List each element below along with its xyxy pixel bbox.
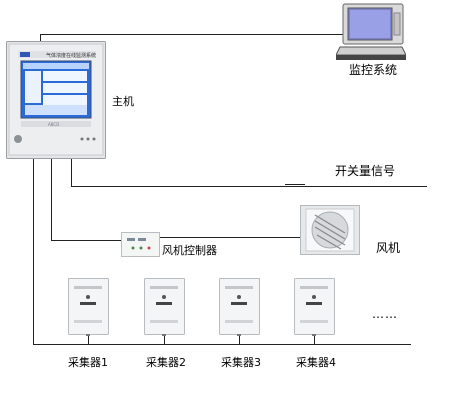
wire-bus-vertical xyxy=(33,155,34,345)
collector-3-device xyxy=(219,278,260,336)
host-panel-title: 气体浓度在线监测系统 xyxy=(46,52,96,59)
host-panel-brand: ABCD xyxy=(48,122,59,127)
collector-1-label: 采集器1 xyxy=(68,356,108,369)
wire-switch-signal-vertical xyxy=(71,155,72,186)
monitor-system-label: 监控系统 xyxy=(349,63,398,77)
wire-host-to-monitor-horizontal xyxy=(40,34,343,35)
wire-collector3-drop xyxy=(239,336,240,344)
ellipsis-more-collectors: …… xyxy=(372,307,398,321)
collector-1-device xyxy=(68,278,109,336)
wire-switch-signal-horizontal xyxy=(71,186,427,187)
wire-collector1-drop xyxy=(88,336,89,344)
wire-controller-to-fan xyxy=(160,237,305,238)
host-cabinet: 气体浓度在线监测系统 ABCD xyxy=(6,41,106,159)
collector-3-label: 采集器3 xyxy=(221,356,261,369)
wire-collector2-drop xyxy=(164,336,165,344)
wire-collector4-drop xyxy=(314,336,315,344)
switch-signal-label: 开关量信号 xyxy=(335,164,396,178)
host-label: 主机 xyxy=(112,95,134,108)
collector-2-device xyxy=(144,278,185,336)
collector-4-label: 采集器4 xyxy=(296,356,336,369)
wire-host-top-vertical xyxy=(40,34,41,44)
monitor-computer-icon xyxy=(336,3,406,60)
wire-bus-horizontal xyxy=(33,344,411,345)
fan-controller-label: 风机控制器 xyxy=(162,244,217,257)
fan-unit-icon xyxy=(300,205,360,255)
wire-switch-signal-short xyxy=(285,184,305,185)
collector-4-device xyxy=(294,278,335,336)
fan-controller-box xyxy=(121,232,160,257)
fan-label: 风机 xyxy=(376,241,401,255)
wire-fan-controller-vertical xyxy=(51,155,52,241)
wire-fan-controller-horizontal xyxy=(51,240,123,241)
collector-2-label: 采集器2 xyxy=(146,356,186,369)
